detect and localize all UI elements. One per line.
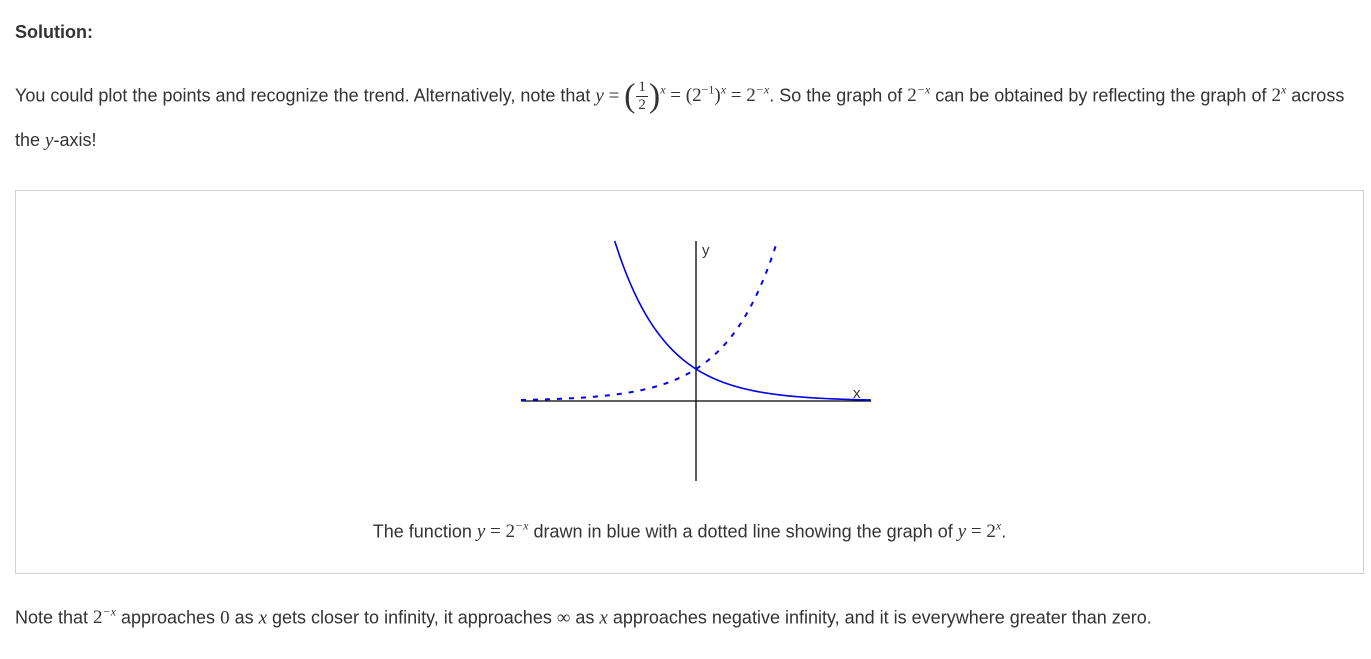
math-y-axis: y [45,130,54,152]
x-axis-label: x [853,385,861,402]
math-two-neg-one-power-x: = (2−1)x = 2−x [670,83,770,107]
figure-box: x y The function y = 2−x drawn in blue w… [15,190,1364,574]
text-run: You could plot the points and recognize … [15,85,596,106]
text-run: -axis! [53,130,97,151]
figure-caption: The function y = 2−x drawn in blue with … [372,519,1007,543]
math-y-equals: y = [595,85,620,107]
solid-curve-2-power-neg-x [613,240,872,401]
math-two-neg-x: 2−x [907,83,931,107]
math-two-x: 2x [1271,83,1287,107]
solution-paragraph: You could plot the points and recognize … [15,68,1360,163]
text-run: . So the graph of [769,85,908,106]
exponential-graph: x y [520,240,872,481]
text-run: can be obtained by reflecting the graph … [930,85,1272,106]
note-paragraph: Note that 2−x approaches 0 as x gets clo… [15,605,1152,629]
solution-heading: Solution: [15,22,93,42]
y-axis-label: y [702,242,710,259]
text-run: across the [15,85,1345,151]
